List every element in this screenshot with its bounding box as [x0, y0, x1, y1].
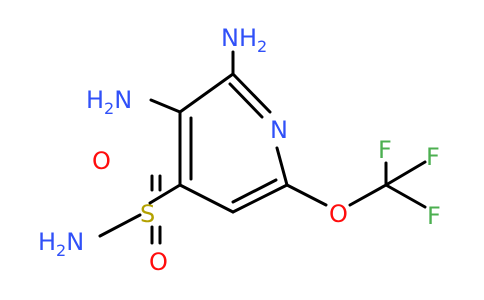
bond-c-f-bottom — [384, 183, 427, 209]
bond-c2-n1-inner — [228, 82, 264, 119]
ether-oxygen-label: O — [329, 200, 348, 228]
bonds — [98, 50, 427, 245]
bond-n1-c6 — [275, 146, 289, 187]
bond-c3-nh2 — [149, 98, 182, 114]
sulfonamide-nitrogen-label: H2N — [38, 228, 84, 260]
amine-left-label: H2N — [86, 86, 132, 118]
bond-c2-n1 — [231, 72, 272, 114]
bond-o-cf3 — [348, 183, 388, 207]
fluorine-right-label: F — [426, 143, 440, 171]
fluorine-bottom-label: F — [427, 202, 441, 230]
bond-c6-o — [285, 183, 328, 207]
sulfur-label: S — [140, 200, 155, 228]
fluorine-top-label: F — [378, 136, 392, 164]
sulfonyl-oxygen-bottom-label: O — [149, 248, 168, 276]
amine-top-label: NH2 — [221, 24, 267, 56]
sulfonyl-oxygen-top-label: O — [92, 147, 111, 175]
bond-c4-s — [148, 183, 182, 205]
bond-c5-c4 — [178, 183, 235, 214]
bond-s-n — [98, 213, 142, 238]
bond-c6-c5 — [231, 183, 289, 214]
bond-c-f-right — [384, 160, 427, 187]
bond-c6-c5-inner — [231, 178, 278, 204]
bond-c2-c3 — [178, 72, 235, 114]
ring-nitrogen-label: N — [270, 116, 288, 144]
